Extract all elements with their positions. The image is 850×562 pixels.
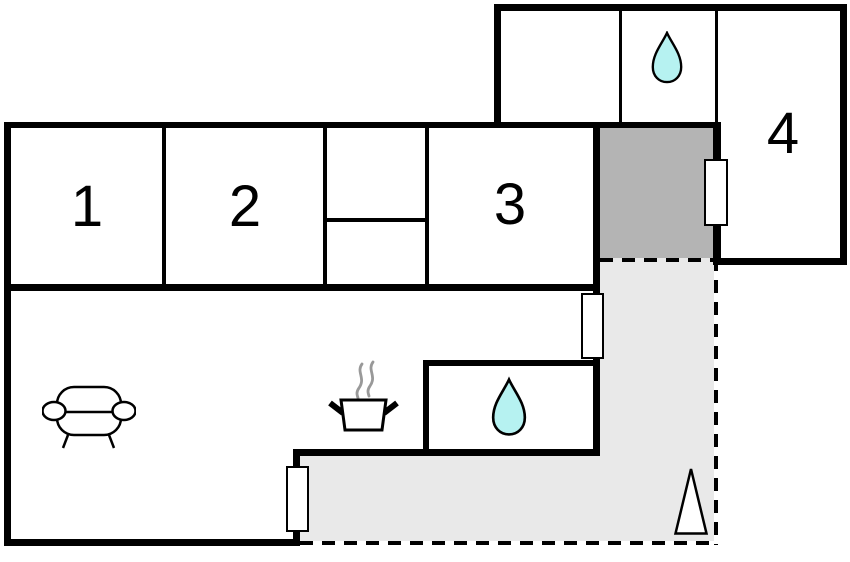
- wall-terrace-top: [293, 449, 600, 456]
- wall-divider-room1-room2: [162, 128, 166, 284]
- stove-icon: [328, 360, 399, 432]
- terrace-area-south: [300, 456, 600, 541]
- water-drop-icon: [491, 376, 527, 436]
- door-marker-living-south: [286, 466, 309, 532]
- wall-closet-divider: [325, 218, 427, 222]
- entrance-area: [600, 128, 714, 258]
- room-1-label: 1: [70, 174, 104, 239]
- room-4-label: 4: [766, 101, 800, 166]
- wall-bathroom-left: [423, 360, 429, 456]
- wall-divider-closet-room3: [425, 128, 429, 284]
- wall-divider-top-bathroom-left: [619, 11, 622, 122]
- wall-divider-top-bathroom-right: [715, 11, 718, 122]
- room-3-label: 3: [493, 172, 527, 237]
- wall-bathroom-top: [423, 360, 600, 366]
- room-2-label: 2: [228, 174, 262, 239]
- wall-main-bottom: [4, 539, 300, 546]
- water-drop-icon: [651, 31, 683, 84]
- wall-top-section-left: [494, 4, 501, 128]
- wall-bedrooms-bottom: [4, 284, 600, 291]
- wall-divider-room2-closet: [323, 128, 327, 284]
- sofa-icon: [42, 385, 136, 449]
- north-arrow-icon: [673, 468, 709, 535]
- wall-main-left: [4, 122, 11, 546]
- terrace-dashed-edge-top: [600, 258, 718, 262]
- door-marker-room4: [704, 159, 728, 226]
- terrace-dashed-edge-bottom: [300, 541, 718, 545]
- door-marker-living-terrace: [581, 293, 604, 359]
- wall-room4-bottom: [713, 258, 847, 265]
- wall-main-top: [4, 122, 714, 128]
- terrace-dashed-edge-right: [714, 258, 718, 545]
- wall-top-section-top: [494, 4, 847, 11]
- wall-room4-right: [840, 4, 847, 265]
